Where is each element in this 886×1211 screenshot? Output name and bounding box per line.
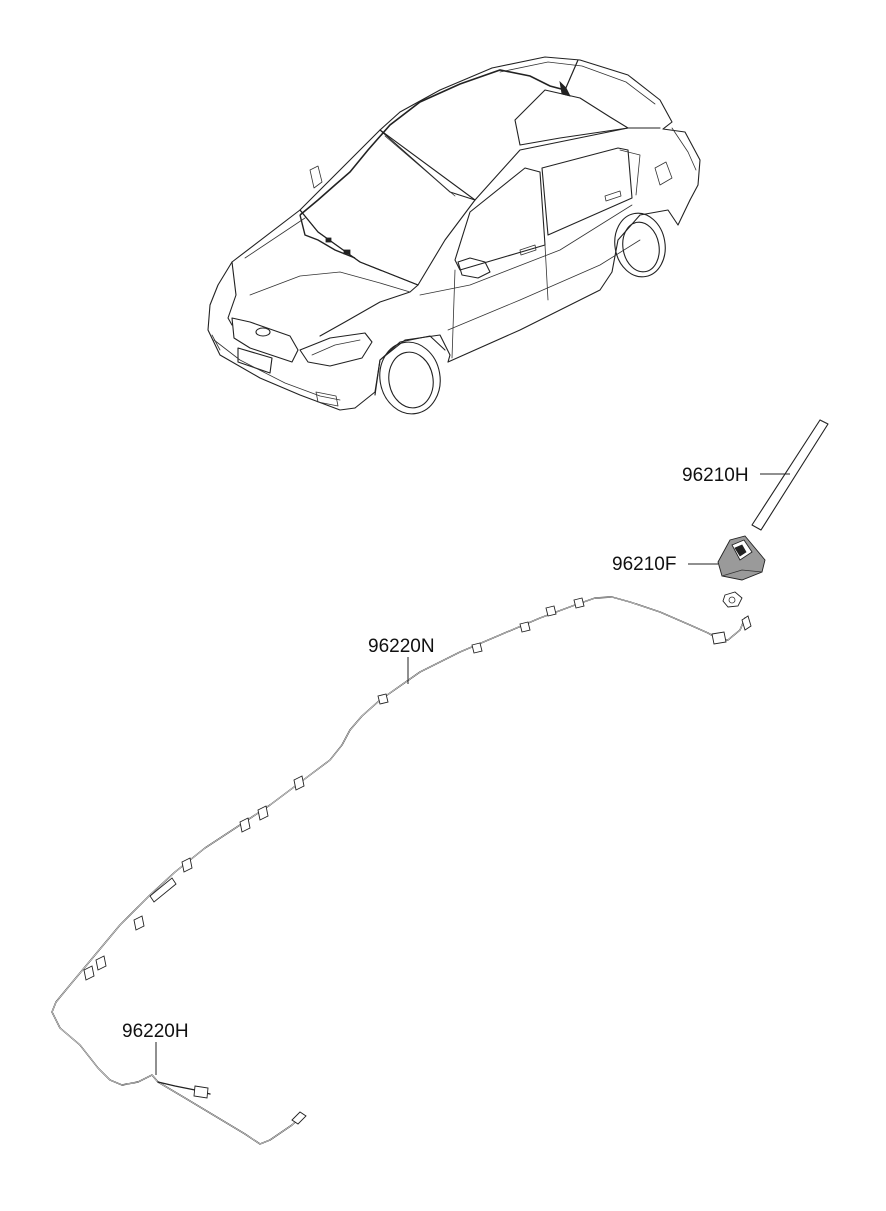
part-number-96210h: 96210H: [682, 465, 749, 486]
part-number-96210f: 96210F: [612, 554, 676, 575]
antenna-base-illustration: [717, 535, 766, 581]
main-feeder-cable-illustration: [51, 596, 752, 1145]
part-number-96220h: 96220H: [122, 1021, 189, 1042]
antenna-nut-illustration: [722, 591, 743, 608]
part-number-96220n: 96220N: [368, 636, 435, 657]
car-illustration: [207, 56, 701, 415]
antenna-rod-illustration: [751, 419, 829, 531]
